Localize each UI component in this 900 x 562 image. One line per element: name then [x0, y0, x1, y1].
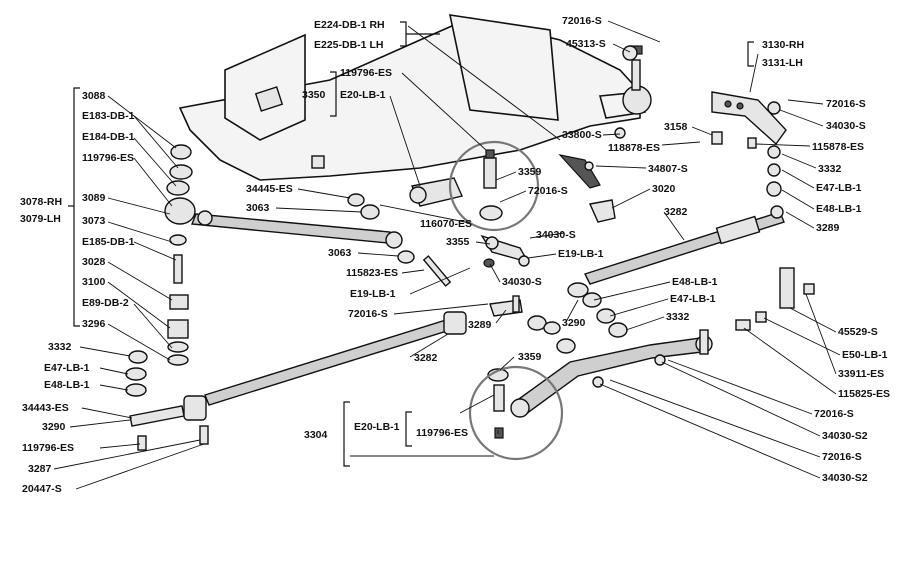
label-3355: 3355 — [446, 236, 470, 248]
label-45529-s: 45529-S — [838, 326, 878, 338]
label-3332-right: 3332 — [818, 163, 842, 175]
label-3287: 3287 — [28, 463, 52, 475]
label-3063-b: 3063 — [328, 247, 352, 259]
label-3296: 3296 — [82, 318, 106, 330]
label-34030-s-c: 34030-S — [502, 276, 542, 288]
label-34030-s2-a: 34030-S2 — [822, 430, 868, 442]
label-e48-lb-1-mid: E48-LB-1 — [672, 276, 718, 288]
label-33800-s: 33800-S — [562, 129, 602, 141]
part-number-labels: 72016-S 45313-S 3130-RH 3131-LH E224-DB-… — [20, 15, 890, 495]
label-e185-db-1: E185-DB-1 — [82, 236, 135, 248]
front-spindle-arm-3130 — [711, 91, 787, 146]
label-3028: 3028 — [82, 256, 106, 268]
label-118878-es: 118878-ES — [608, 142, 660, 154]
tie-rod-3282-upper — [567, 205, 785, 298]
label-e50-lb-1: E50-LB-1 — [842, 349, 888, 361]
label-3130-rh: 3130-RH — [762, 39, 804, 51]
label-34443-es: 34443-ES — [22, 402, 69, 414]
label-3158: 3158 — [664, 121, 688, 133]
label-72016-s-c: 72016-S — [348, 308, 388, 320]
label-33911-es: 33911-ES — [838, 368, 884, 380]
label-34807-s: 34807-S — [648, 163, 688, 175]
label-3332-left: 3332 — [48, 341, 72, 353]
label-3088: 3088 — [82, 90, 106, 102]
highlight-upper-ball-joint — [448, 140, 540, 232]
label-e19-lb-1-b: E19-LB-1 — [350, 288, 396, 300]
group-brackets — [68, 21, 754, 467]
label-3332-mid: 3332 — [666, 311, 690, 323]
bracket-3350 — [409, 177, 463, 207]
left-spindle-stack — [164, 144, 196, 366]
highlight-lower-ball-joint — [468, 365, 564, 461]
label-119796-es-left: 119796-ES — [82, 152, 134, 164]
label-34030-s2-b: 34030-S2 — [822, 472, 868, 484]
label-e183-db-1: E183-DB-1 — [82, 110, 135, 122]
small-hardware-right — [584, 45, 815, 388]
bushing-group-middle — [527, 292, 628, 354]
label-3282-top: 3282 — [664, 206, 688, 218]
label-3350: 3350 — [302, 89, 326, 101]
label-72016-s-b1: 72016-S — [814, 408, 854, 420]
label-34445-es: 34445-ES — [246, 183, 293, 195]
label-116070-es: 116070-ES — [420, 218, 472, 230]
tie-rod-3282-long — [204, 311, 467, 406]
label-20447-s: 20447-S — [22, 483, 62, 495]
label-3063-a: 3063 — [246, 202, 270, 214]
radius-arm-3063 — [191, 193, 415, 264]
label-e48-lb-1-right: E48-LB-1 — [816, 203, 862, 215]
label-e19-lb-1-a: E19-LB-1 — [558, 248, 604, 260]
label-3359-mid: 3359 — [518, 351, 542, 363]
drag-link-3304 — [510, 329, 713, 418]
label-e89-db-2: E89-DB-2 — [82, 297, 129, 309]
label-3289-right: 3289 — [816, 222, 840, 234]
label-115823-es: 115823-ES — [346, 267, 398, 279]
label-e20-lb-1-bot: E20-LB-1 — [354, 421, 400, 433]
label-3289-mid: 3289 — [468, 319, 492, 331]
label-72016-s-b2: 72016-S — [822, 451, 862, 463]
label-e184-db-1: E184-DB-1 — [82, 131, 135, 143]
label-3131-lh: 3131-LH — [762, 57, 803, 69]
label-34030-s-mid: 34030-S — [536, 229, 576, 241]
front-crossmember-frame — [178, 14, 646, 181]
label-e224-db-1-rh: E224-DB-1 RH — [314, 19, 385, 31]
label-3020: 3020 — [652, 183, 676, 195]
label-115878-es: 115878-ES — [812, 141, 864, 153]
tie-rod-end-3289-middle — [489, 295, 523, 317]
label-119796-es-bot: 119796-ES — [416, 427, 468, 439]
label-3073: 3073 — [82, 215, 106, 227]
label-3304: 3304 — [304, 429, 328, 441]
label-3290-left: 3290 — [42, 421, 66, 433]
label-72016-s-top: 72016-S — [562, 15, 602, 27]
label-3079-lh: 3079-LH — [20, 213, 61, 225]
label-e47-lb-1-right: E47-LB-1 — [816, 182, 862, 194]
bolt-115823 — [422, 255, 452, 287]
label-e48-lb-1-left: E48-LB-1 — [44, 379, 90, 391]
label-3359-top: 3359 — [518, 166, 542, 178]
label-119796-es-top: 119796-ES — [340, 67, 392, 79]
idler-arm-3355 — [480, 234, 530, 268]
label-45313-s: 45313-S — [566, 38, 606, 50]
label-3282-mid: 3282 — [414, 352, 438, 364]
label-e47-lb-1-mid: E47-LB-1 — [670, 293, 716, 305]
label-72016-s-mid: 72016-S — [528, 185, 568, 197]
left-tie-rod-end — [125, 350, 209, 451]
label-3078-rh: 3078-RH — [20, 196, 62, 208]
label-3290-mid: 3290 — [562, 317, 586, 329]
bracket-3020 — [558, 154, 616, 223]
ball-stud-lower — [487, 368, 509, 439]
ball-stud-upper — [479, 149, 503, 221]
label-e47-lb-1-left: E47-LB-1 — [44, 362, 90, 374]
label-3089: 3089 — [82, 192, 106, 204]
label-115825-es: 115825-ES — [838, 388, 890, 400]
label-72016-s-right1: 72016-S — [826, 98, 866, 110]
label-e20-lb-1-top: E20-LB-1 — [340, 89, 386, 101]
leader-lines — [53, 20, 841, 490]
label-119796-es-bl: 119796-ES — [22, 442, 74, 454]
label-e225-db-1-lh: E225-DB-1 LH — [314, 39, 383, 51]
label-3100: 3100 — [82, 276, 106, 288]
label-34030-s-right1: 34030-S — [826, 120, 866, 132]
